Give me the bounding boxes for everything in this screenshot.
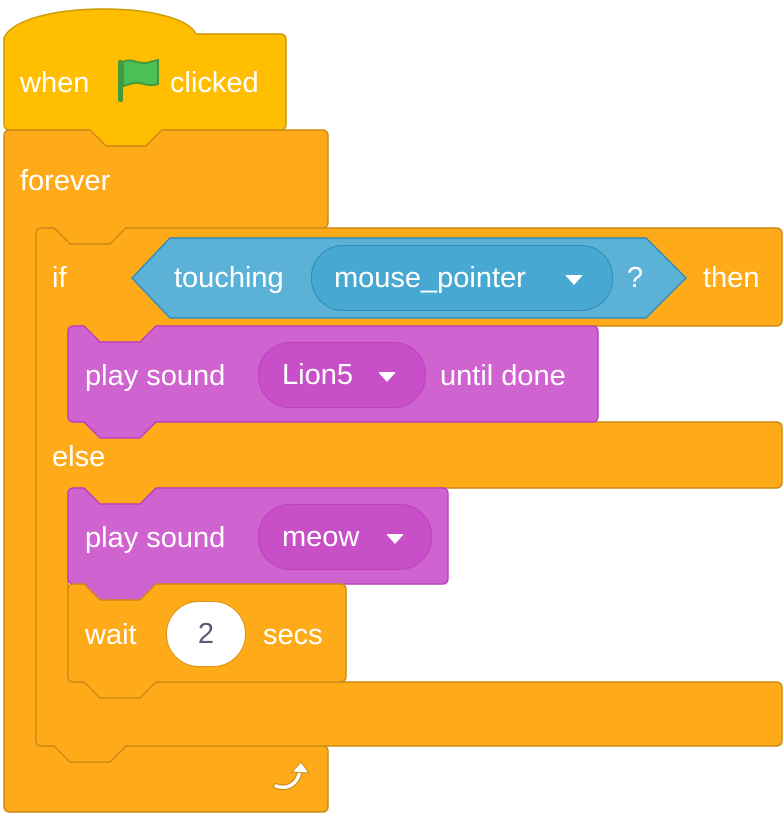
if-else-block[interactable] — [35, 227, 783, 763]
secs-label: secs — [263, 619, 323, 651]
chevron-down-icon — [386, 534, 404, 544]
until-done-label: until done — [440, 360, 566, 392]
sound-menu-meow[interactable]: meow — [258, 504, 432, 570]
chevron-down-icon — [378, 372, 396, 382]
if-label: if — [52, 262, 67, 294]
sound-menu-lion5[interactable]: Lion5 — [258, 342, 426, 408]
clicked-label: clicked — [170, 67, 259, 99]
sound-menu-value: meow — [282, 521, 360, 553]
when-label: when — [20, 67, 90, 99]
wait-label: wait — [85, 619, 137, 651]
loop-arrow-icon — [273, 761, 311, 791]
touching-object-value: mouse_pointer — [334, 262, 526, 294]
then-label: then — [703, 262, 760, 294]
touching-label: touching — [174, 262, 284, 294]
play-sound-label: play sound — [85, 360, 226, 392]
touching-object-menu[interactable]: mouse_pointer — [311, 245, 613, 311]
green-flag-icon — [118, 58, 159, 102]
forever-label: forever — [20, 165, 111, 197]
question-mark-label: ? — [627, 262, 644, 294]
chevron-down-icon — [565, 275, 583, 285]
wait-seconds-input[interactable]: 2 — [166, 601, 246, 667]
else-label: else — [52, 441, 106, 473]
sound-menu-value: Lion5 — [282, 359, 353, 391]
play-sound-label: play sound — [85, 522, 226, 554]
